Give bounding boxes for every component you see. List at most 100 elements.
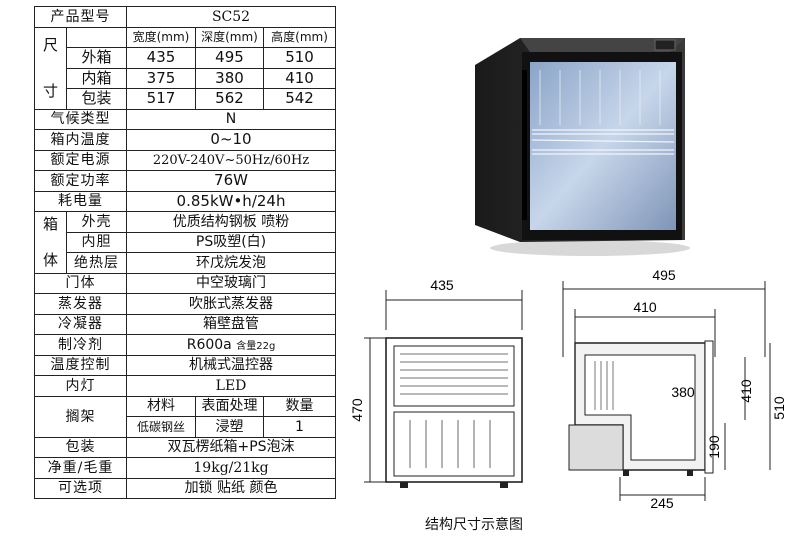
size-row-height: 542 — [262, 88, 337, 110]
side-compressor-box — [568, 424, 624, 471]
fridge-handle — [522, 70, 527, 220]
refrigerant-note: 含量22g — [236, 340, 276, 352]
size-row-depth: 562 — [195, 88, 264, 110]
refrigerant-value: R600a — [186, 336, 232, 353]
weight-label: 净重/毛重 — [34, 457, 127, 479]
front-coil-lines — [400, 353, 508, 468]
front-evaporator-box — [393, 345, 515, 407]
front-lower-box — [393, 411, 515, 477]
control-label: 温度控制 — [34, 354, 127, 376]
temp-label: 箱内温度 — [34, 129, 127, 151]
temp-value: 0~10 — [125, 129, 337, 151]
insulation-label: 绝热层 — [66, 252, 127, 274]
side-outer-height-label: 510 — [771, 396, 787, 420]
fridge-photo — [475, 38, 690, 256]
fridge-shelves — [531, 129, 675, 155]
shelf-surface: 浸塑 — [195, 416, 264, 438]
size-label: 尺 寸 — [34, 26, 67, 110]
side-evaporator-coils — [594, 361, 614, 410]
fridge-top — [520, 38, 685, 52]
spec-table: 产品型号 SC52 尺 寸 宽度(mm) 深度(mm) 高度(mm) 外箱 43… — [34, 6, 337, 499]
side-view-drawing: 495 410 380 410 510 190 245 — [562, 267, 787, 511]
col-depth: 深度(mm) — [195, 26, 264, 48]
weight-value: 19kg/21kg — [125, 457, 337, 479]
control-value: 机械式温控器 — [125, 354, 337, 376]
side-inner-height-label: 410 — [738, 379, 754, 403]
shelf-col-surface: 表面处理 — [195, 395, 264, 417]
side-foot-front — [623, 470, 629, 476]
side-foot-back — [687, 470, 693, 476]
options-value: 加锁 贴纸 颜色 — [125, 477, 337, 499]
size-row-depth: 495 — [195, 47, 264, 69]
light-value: LED — [125, 375, 337, 397]
shelf-label: 搁架 — [34, 395, 127, 438]
size-row-height: 410 — [262, 67, 337, 89]
liner-label: 内胆 — [66, 231, 127, 253]
light-label: 内灯 — [34, 375, 127, 397]
size-row-height: 510 — [262, 47, 337, 69]
size-row-width: 517 — [126, 88, 196, 110]
refrigerant-label: 制冷剂 — [34, 334, 127, 356]
power-value: 220V-240V~50Hz/60Hz — [125, 149, 337, 171]
climate-value: N — [125, 108, 337, 130]
power-label: 额定电源 — [34, 149, 127, 171]
diagram-caption: 结构尺寸示意图 — [425, 517, 523, 533]
cabinet-label: 箱 体 — [34, 211, 67, 274]
shelf-col-qty: 数量 — [262, 395, 337, 417]
shelf-qty: 1 — [262, 416, 337, 438]
shelf-col-material: 材料 — [126, 395, 196, 417]
condenser-label: 冷凝器 — [34, 313, 127, 335]
front-height-label: 470 — [350, 398, 365, 422]
door-value: 中空玻璃门 — [125, 272, 337, 294]
fridge-shadow — [490, 240, 690, 256]
size-row-width: 375 — [126, 67, 196, 89]
size-row: 内箱 375 380 410 — [35, 67, 337, 89]
side-step-height-label: 190 — [706, 435, 722, 459]
rated-value: 76W — [125, 170, 337, 192]
rated-label: 额定功率 — [34, 170, 127, 192]
size-label-top: 尺 — [42, 36, 58, 54]
front-width-label: 435 — [430, 277, 454, 293]
front-foot-left — [400, 482, 408, 488]
side-outer-depth-label: 495 — [652, 267, 676, 283]
shelf-material: 低碳钢丝 — [126, 416, 196, 438]
evaporator-label: 蒸发器 — [34, 293, 127, 315]
consumption-value: 0.85kW•h/24h — [125, 190, 337, 212]
cabinet-label-top: 箱 — [42, 215, 58, 234]
options-label: 可选项 — [34, 477, 127, 499]
size-row: 包装 517 562 542 — [35, 88, 337, 110]
fridge-door-glass — [530, 62, 676, 230]
front-foot-right — [500, 482, 508, 488]
evaporator-value: 吹胀式蒸发器 — [125, 293, 337, 315]
size-label-bottom: 寸 — [42, 82, 58, 100]
col-width: 宽度(mm) — [126, 26, 196, 48]
model-label: 产品型号 — [34, 6, 127, 28]
side-inner-depth-label: 410 — [633, 299, 657, 315]
insulation-value: 环戊烷发泡 — [125, 252, 337, 274]
shell-label: 外壳 — [66, 211, 127, 233]
col-height: 高度(mm) — [262, 26, 337, 48]
packaging-value: 双瓦楞纸箱+PS泡沫 — [125, 436, 337, 458]
climate-label: 气候类型 — [34, 108, 127, 130]
door-label: 门体 — [34, 272, 127, 294]
front-view-drawing: 435 470 — [350, 277, 523, 488]
side-foot-depth-label: 245 — [650, 495, 674, 511]
side-door — [704, 340, 714, 474]
refrigerant-cell: R600a 含量22g — [125, 334, 337, 356]
fridge-evaporator-lines — [539, 70, 661, 125]
side-inner-liner — [584, 354, 696, 461]
shell-value: 优质结构钢板 喷粉 — [125, 211, 337, 233]
fridge-lock — [654, 39, 676, 51]
size-row-name: 内箱 — [66, 67, 127, 89]
size-row-name: 外箱 — [66, 47, 127, 69]
condenser-value: 箱壁盘管 — [125, 313, 337, 335]
size-row-depth: 380 — [195, 67, 264, 89]
model-value: SC52 — [125, 6, 337, 28]
cabinet-label-bottom: 体 — [42, 251, 58, 270]
size-row-width: 435 — [126, 47, 196, 69]
consumption-label: 耗电量 — [34, 190, 127, 212]
size-row-name: 包装 — [66, 88, 127, 110]
side-inner-depth-380-label: 380 — [671, 384, 695, 400]
size-row: 外箱 435 495 510 — [35, 47, 337, 69]
size-header-blank — [66, 26, 127, 48]
